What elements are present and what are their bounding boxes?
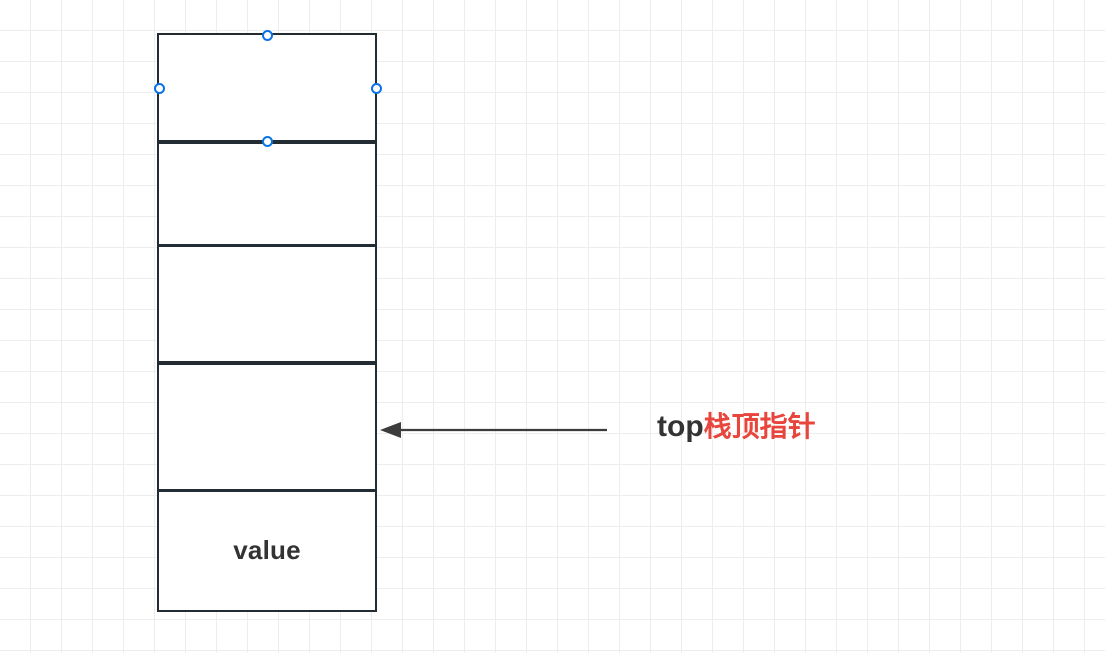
arrow-head [380,422,401,438]
stack-cell-2[interactable] [157,142,377,246]
connection-handle-bottom[interactable] [261,135,273,147]
top-pointer-label-latin: top [657,410,704,443]
top-pointer-label-cjk: 栈顶指针 [703,410,816,443]
arrow-svg [380,422,607,438]
stack-cell-5-value[interactable]: value [157,490,377,612]
top-pointer-label[interactable]: top栈顶指针 [657,412,816,442]
connection-handle-right[interactable] [370,82,382,94]
stack-cell-1[interactable] [157,33,377,142]
stack-cell-5-label: value [233,535,301,565]
top-pointer-arrow[interactable] [375,414,615,446]
connection-handle-top[interactable] [261,29,273,41]
stack-cell-3[interactable] [157,245,377,363]
connection-handle-left[interactable] [153,82,165,94]
stack-cell-4[interactable] [157,363,377,491]
